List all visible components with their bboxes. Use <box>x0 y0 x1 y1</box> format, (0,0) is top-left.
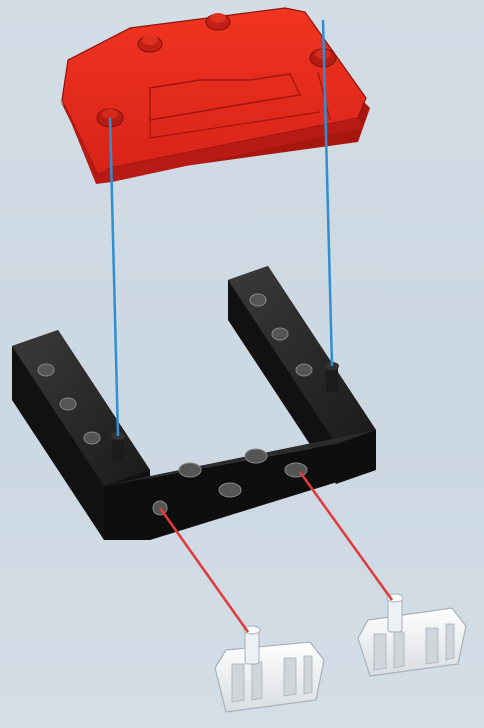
frame-peg-left <box>111 432 125 462</box>
guide-line-red-right <box>300 472 392 600</box>
guide-line-red-left <box>160 508 248 632</box>
clear-connector-right <box>358 594 466 676</box>
frame-bottom-beam <box>104 430 376 540</box>
clear-connector-left <box>215 626 324 712</box>
frame-peg-right <box>325 362 339 392</box>
black-frame-beam <box>12 266 376 540</box>
